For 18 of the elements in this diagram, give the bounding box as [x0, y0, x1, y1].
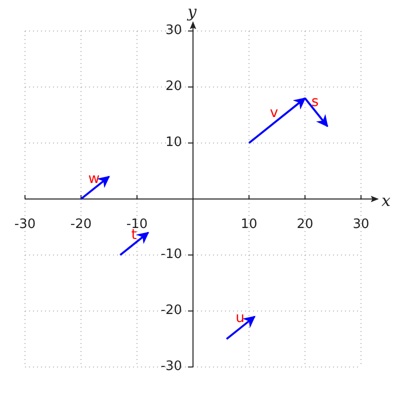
tick-label: 30: [352, 218, 370, 232]
vector-label: t: [131, 228, 137, 242]
tick-label: -30: [160, 360, 182, 374]
tick-label: 10: [240, 218, 258, 232]
vector-label: u: [236, 311, 244, 325]
tick-label: -10: [160, 248, 182, 262]
axis-label: y: [187, 5, 197, 19]
vector-label: w: [88, 172, 100, 186]
tick-label: -20: [70, 218, 92, 232]
vector-label: s: [311, 95, 319, 109]
tick-label: 20: [296, 218, 314, 232]
tick-label: 10: [165, 136, 182, 150]
vector-label: v: [270, 106, 278, 120]
tick-label: 30: [165, 24, 182, 38]
tick-label: -20: [160, 304, 182, 318]
axis-label: x: [381, 194, 391, 208]
tick-label: -30: [14, 218, 36, 232]
tick-label: 20: [165, 80, 182, 94]
